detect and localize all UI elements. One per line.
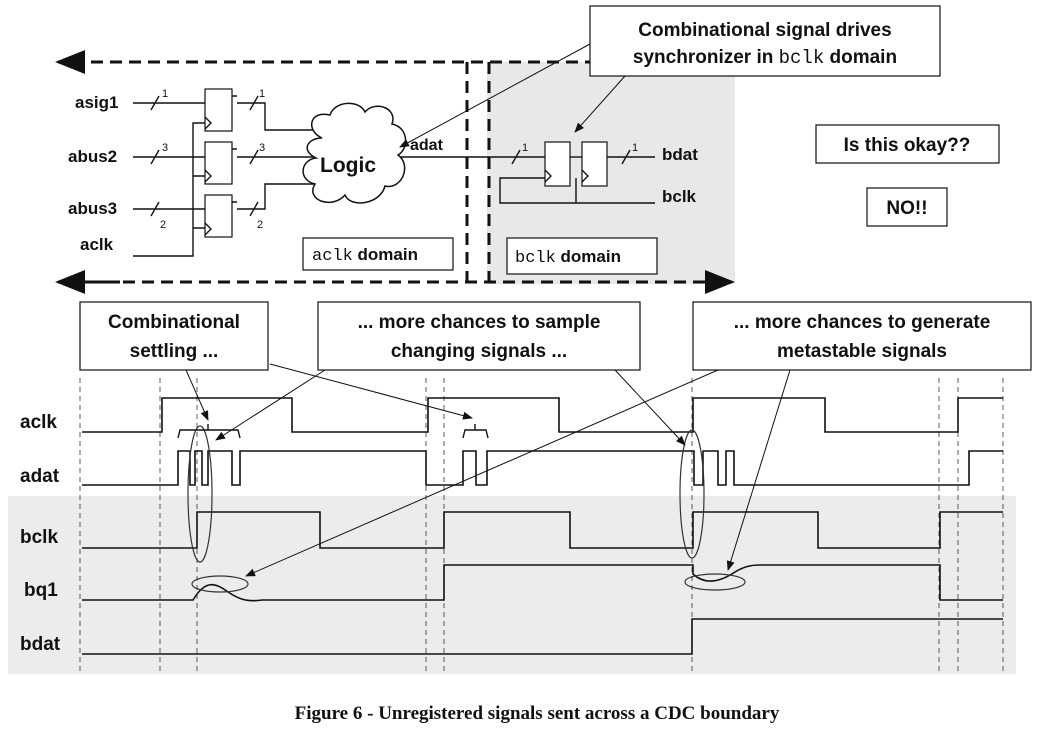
bclk-label: bclk	[662, 187, 697, 206]
adat-width: 1	[522, 142, 528, 154]
input-asig1: asig1	[75, 93, 118, 112]
callout-drives-line1: Combinational signal drives	[638, 20, 891, 41]
signal-label-bq1: bq1	[24, 580, 58, 601]
callout-sample-line2: changing signals ...	[391, 341, 567, 362]
input-abus3: abus3	[68, 199, 117, 218]
sync-flip-flop-2	[581, 141, 608, 187]
waveform-adat	[82, 450, 1003, 486]
ellipse-settle-1	[187, 425, 213, 563]
signal-label-aclk: aclk	[20, 412, 57, 433]
answer-box	[866, 187, 948, 227]
asig1-width-out: 1	[259, 88, 265, 100]
callout-drives	[589, 5, 941, 77]
callout-settling	[79, 301, 269, 371]
callout-generate-line2: metastable signals	[777, 341, 947, 362]
waveform-aclk	[82, 397, 1003, 433]
signal-label-adat: adat	[20, 466, 60, 487]
callout-drives-line2: synchronizer in bclk domain	[633, 47, 897, 69]
sync-flip-flop-1	[544, 141, 571, 187]
waveform-bdat	[82, 618, 1003, 655]
adat-label: adat	[410, 137, 444, 154]
abus3-width-out: 2	[257, 219, 263, 231]
callout-settling-line1: Combinational	[108, 312, 240, 333]
bclk-domain-box	[506, 237, 658, 275]
callout-sample	[317, 301, 641, 371]
bclk-synchronizer	[499, 141, 655, 204]
callout-settling-line2: settling ...	[130, 341, 219, 362]
abus2-width-out: 3	[259, 142, 265, 154]
input-abus2: abus2	[68, 147, 117, 166]
abus2-width-in: 3	[162, 142, 168, 154]
answer-text: NO!!	[886, 198, 927, 219]
aclk-flip-flops	[204, 88, 237, 238]
aclk-domain-box	[302, 237, 454, 271]
callout-sample-line1: ... more chances to sample	[358, 312, 601, 333]
ellipse-meta-2	[684, 573, 746, 591]
ellipse-meta-1	[191, 575, 249, 593]
question-text: Is this okay??	[844, 135, 971, 156]
logic-label: Logic	[320, 154, 376, 177]
signal-label-bdat: bdat	[20, 634, 61, 655]
callout-generate-line1: ... more chances to generate	[734, 312, 991, 333]
figure-caption: Figure 6 - Unregistered signals sent acr…	[295, 703, 780, 724]
signal-label-bclk: bclk	[20, 527, 58, 548]
ellipse-settle-2	[679, 429, 705, 559]
bclk-domain-label: bclk domain	[515, 247, 621, 268]
question-box	[815, 124, 1000, 164]
aclk-domain-label: aclk domain	[312, 245, 418, 266]
logic-cloud	[302, 102, 407, 204]
bdat-label: bdat	[662, 145, 698, 164]
waveform-shade	[8, 496, 1016, 674]
bdat-width: 1	[632, 142, 638, 154]
callout-generate	[692, 301, 1032, 371]
abus3-width-in: 2	[160, 219, 166, 231]
asig1-width-in: 1	[162, 88, 168, 100]
waveform-bq1	[82, 564, 1003, 602]
waveform-bclk	[82, 511, 1003, 549]
input-aclk: aclk	[80, 235, 114, 254]
